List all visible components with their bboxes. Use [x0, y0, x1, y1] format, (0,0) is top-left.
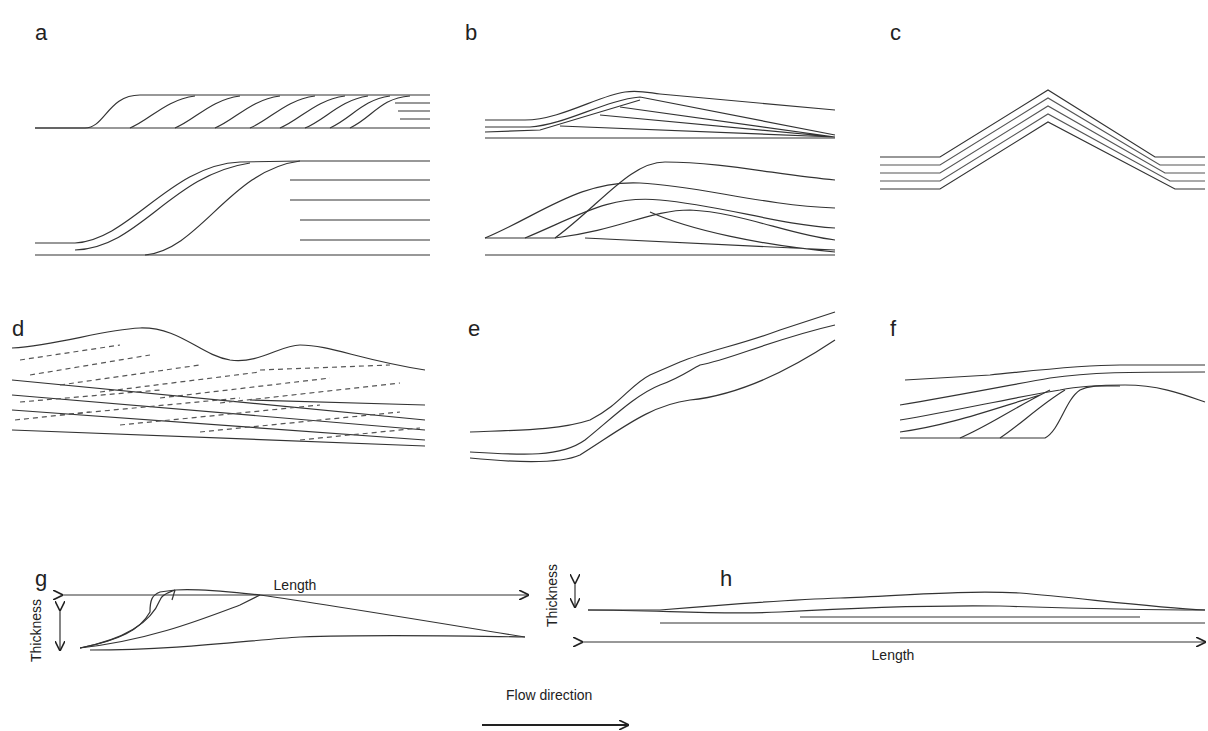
panel-b-top	[485, 91, 835, 138]
panel-letter: b	[465, 22, 477, 44]
panel-letter: f	[890, 318, 896, 340]
panel-g	[60, 589, 528, 650]
panel-letter: d	[12, 318, 24, 340]
panel-letter: e	[468, 318, 480, 340]
panel-letter: a	[35, 22, 47, 44]
panel-b-bottom	[485, 162, 835, 255]
panel-letter: c	[890, 22, 901, 44]
panel-a-bottom	[35, 161, 430, 255]
panel-c	[880, 90, 1205, 189]
dimension-label: Length	[869, 648, 918, 662]
flow-arrow	[482, 724, 628, 726]
panel-d	[12, 328, 425, 446]
flow-label: Flow direction	[506, 688, 592, 702]
dimension-label: Thickness	[29, 598, 43, 661]
dimension-label: Length	[271, 578, 320, 592]
panel-a-top	[35, 95, 430, 128]
panel-letter: h	[720, 568, 732, 590]
dimension-label: Thickness	[545, 563, 559, 626]
panel-h	[575, 583, 1205, 642]
panel-e	[470, 312, 835, 462]
panel-f	[900, 365, 1205, 438]
panel-letter: g	[35, 568, 47, 590]
